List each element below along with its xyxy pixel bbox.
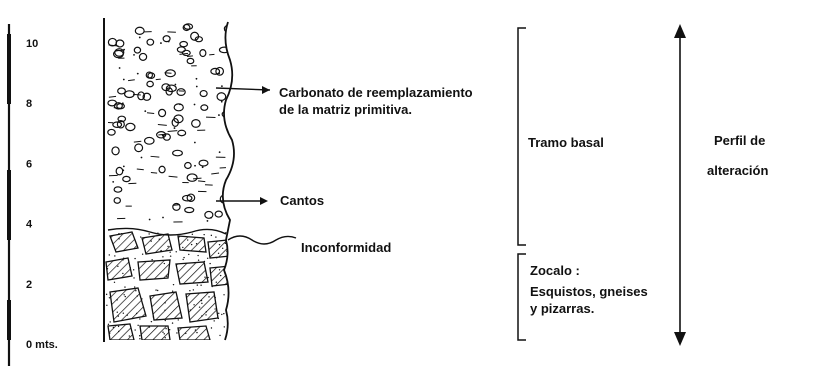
scale-tick-4: 2	[26, 279, 32, 291]
profile-double-arrow	[674, 24, 686, 346]
tramo-basal-label: Tramo basal	[528, 135, 604, 150]
cantos-label: Cantos	[280, 193, 325, 208]
scale-tick-3: 4	[26, 219, 33, 231]
carbonato-label-line1: Carbonato de reemplazamiento	[279, 85, 473, 100]
zocalo-label-line2: Esquistos, gneises	[530, 284, 648, 299]
carbonato-label-line2: de la matriz primitiva.	[279, 102, 412, 117]
basement-zone	[104, 228, 234, 340]
conglomerate-zone	[107, 23, 232, 223]
scale-tick-2: 6	[26, 158, 32, 170]
zocalo-label-line3: y pizarras.	[530, 301, 595, 316]
scale-tick-5: 0 mts.	[26, 339, 58, 351]
perfil-label-line2: alteración	[707, 163, 769, 178]
leader-lines	[215, 86, 297, 245]
scale-tick-1: 8	[26, 98, 32, 110]
tramo-basal-bracket	[517, 27, 526, 246]
depth-scale	[7, 24, 11, 366]
perfil-label-line1: Perfil de	[714, 133, 766, 148]
scale-tick-labels: 10 8 6 4 2 0 mts.	[26, 38, 58, 351]
inconformidad-label: Inconformidad	[301, 240, 392, 255]
zocalo-bracket	[517, 253, 526, 341]
scale-tick-0: 10	[26, 38, 38, 50]
rock-column	[103, 18, 235, 342]
zocalo-label-line1: Zocalo :	[530, 263, 580, 278]
